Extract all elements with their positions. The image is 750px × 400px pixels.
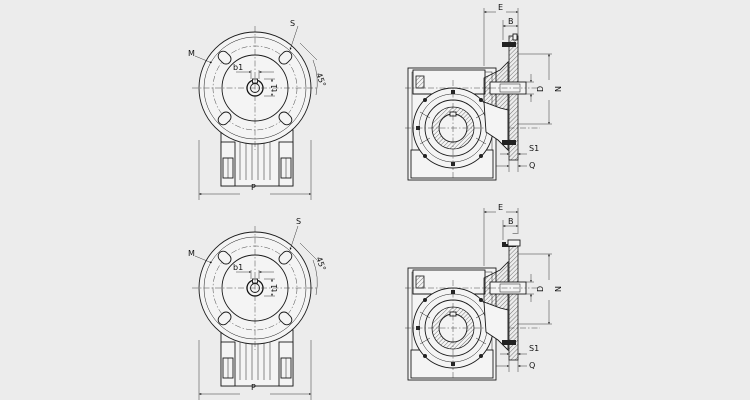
label-d-bottom: D [536, 286, 545, 292]
label-m-top: M [188, 49, 195, 58]
front-view-bottom: S M 45° b1 t1 P [188, 217, 327, 400]
label-angle-top: 45° [314, 72, 327, 88]
label-p-top: P [251, 183, 256, 192]
label-b1-bottom: b1 [233, 263, 243, 272]
label-s-bottom: S [296, 217, 301, 226]
front-view-top: S M 45° b1 t1 P [188, 19, 327, 200]
label-s1-top: S1 [529, 144, 539, 153]
side-view-bottom: E B D N S1 Q [405, 203, 563, 380]
label-t1-bottom: t1 [270, 284, 279, 292]
label-s-top: S [290, 19, 295, 28]
label-n-top: N [554, 86, 563, 92]
label-d-top: D [536, 86, 545, 92]
label-q-top: Q [529, 161, 535, 170]
label-e-bottom: E [498, 203, 503, 212]
label-q-bottom: Q [529, 361, 535, 370]
label-s1-bottom: S1 [529, 344, 539, 353]
label-m-bottom: M [188, 249, 195, 258]
label-b-top: B [508, 17, 514, 26]
label-p-bottom: P [251, 383, 256, 392]
label-b-bottom: B [508, 217, 514, 226]
label-t1-top: t1 [270, 84, 279, 92]
label-e-top: E [498, 3, 503, 12]
label-n-bottom: N [554, 286, 563, 292]
label-b1-top: b1 [233, 63, 243, 72]
side-view-top: E B D N S1 Q [405, 3, 563, 180]
